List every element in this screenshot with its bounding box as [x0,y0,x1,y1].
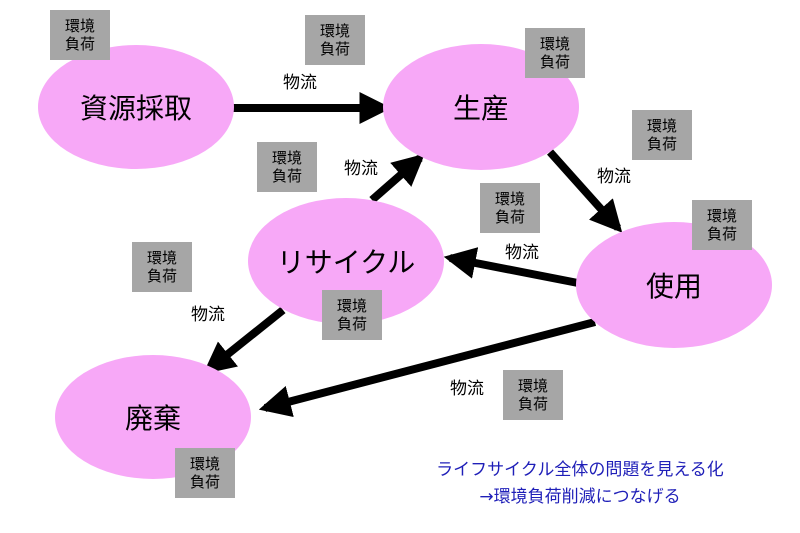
tag-line1: 環境 [64,17,95,35]
tag-line1: 環境 [319,22,350,40]
env-load-tag: 環境 負荷 [480,183,540,233]
tag-line2: 負荷 [319,40,350,58]
node-label: 廃棄 [124,402,181,435]
flow-label: 物流 [597,167,631,187]
tag-line2: 負荷 [539,53,570,71]
tag-line1: 環境 [271,149,302,167]
arrow-recycle-to-disposal [203,306,286,374]
tag-line1: 環境 [189,455,220,473]
node-recycle: リサイクル [248,198,444,324]
env-load-tag: 環境 負荷 [50,10,110,60]
env-load-tag: 環境 負荷 [257,142,317,192]
tag-line2: 負荷 [189,473,220,491]
node-label: 資源採取 [79,92,192,125]
tag-line2: 負荷 [494,208,525,226]
tag-line2: 負荷 [336,315,367,333]
tag-line2: 負荷 [517,395,548,413]
tag-line1: 環境 [517,377,548,395]
env-load-tag: 環境 負荷 [525,28,585,78]
node-label: リサイクル [276,246,416,279]
tag-line1: 環境 [494,190,525,208]
caption-line1: ライフサイクル全体の問題を見える化 [436,460,724,480]
env-load-tag: 環境 負荷 [503,370,563,420]
tag-line1: 環境 [146,249,177,267]
env-load-tag: 環境 負荷 [305,15,365,65]
tag-line2: 負荷 [706,225,737,243]
arrow-use-to-recycle [443,247,579,287]
node-label: 使用 [645,270,702,303]
flow-label: 物流 [191,305,225,325]
flow-label: 物流 [283,73,317,93]
tag-line1: 環境 [706,207,737,225]
env-load-tag: 環境 負荷 [132,242,192,292]
caption-line2: →環境負荷削減につなげる [479,487,681,507]
flow-label: 物流 [450,379,484,399]
flow-label: 物流 [344,159,378,179]
node-resource-extraction: 資源採取 [38,45,234,169]
tag-line1: 環境 [646,117,677,135]
tag-line1: 環境 [539,35,570,53]
env-load-tag: 環境 負荷 [692,200,752,250]
env-load-tag: 環境 負荷 [632,110,692,160]
node-label: 生産 [452,92,509,125]
arrow-production-to-use [547,149,623,233]
node-use: 使用 [576,222,772,348]
flow-label: 物流 [505,243,539,263]
tag-line2: 負荷 [646,135,677,153]
env-load-tag: 環境 負荷 [175,448,235,498]
tag-line2: 負荷 [271,167,302,185]
tag-line1: 環境 [336,297,367,315]
tag-line2: 負荷 [146,267,177,285]
arrow-use-to-disposal [258,318,597,418]
tag-line2: 負荷 [64,35,95,53]
arrow-recycle-to-production [369,153,425,204]
env-load-tag: 環境 負荷 [322,290,382,340]
